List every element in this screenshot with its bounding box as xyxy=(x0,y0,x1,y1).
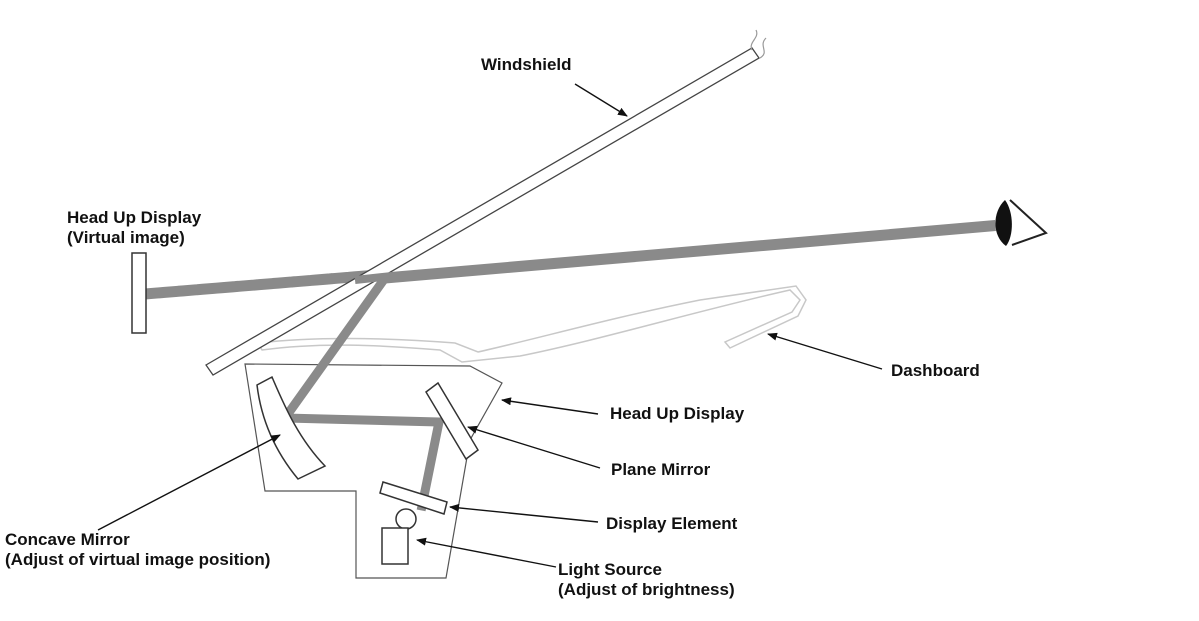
light-source xyxy=(381,508,417,565)
windshield-glass xyxy=(205,47,760,376)
windshield-label: Windshield xyxy=(481,55,572,74)
hud-housing xyxy=(244,363,503,579)
light-source-arrow xyxy=(416,537,557,568)
head-up-display-arrow xyxy=(501,397,599,415)
concave-mirror-label: Concave Mirror (Adjust of virtual image … xyxy=(5,530,270,569)
concave-mirror-arrow xyxy=(97,434,281,531)
head-up-display-label: Head Up Display xyxy=(610,404,745,423)
dashboard-label: Dashboard xyxy=(891,361,980,380)
display-element xyxy=(379,481,448,515)
dashboard-arrow xyxy=(767,332,883,370)
display-element-arrow xyxy=(449,503,599,523)
windshield-break-mark xyxy=(750,29,767,59)
dashboard-shape xyxy=(256,285,807,363)
light-beam-path xyxy=(139,220,996,512)
plane-mirror xyxy=(425,381,479,461)
virtual-image-label: Head Up Display (Virtual image) xyxy=(67,208,206,247)
light-source-label: Light Source (Adjust of brightness) xyxy=(558,560,735,599)
plane-mirror-label: Plane Mirror xyxy=(611,460,711,479)
windshield-arrow xyxy=(574,83,628,117)
virtual-image-bar xyxy=(131,252,147,334)
concave-mirror xyxy=(256,375,327,480)
plane-mirror-arrow xyxy=(467,425,601,469)
eye-icon xyxy=(995,199,1048,246)
display-element-label: Display Element xyxy=(606,514,738,533)
leader-arrows xyxy=(97,83,883,568)
